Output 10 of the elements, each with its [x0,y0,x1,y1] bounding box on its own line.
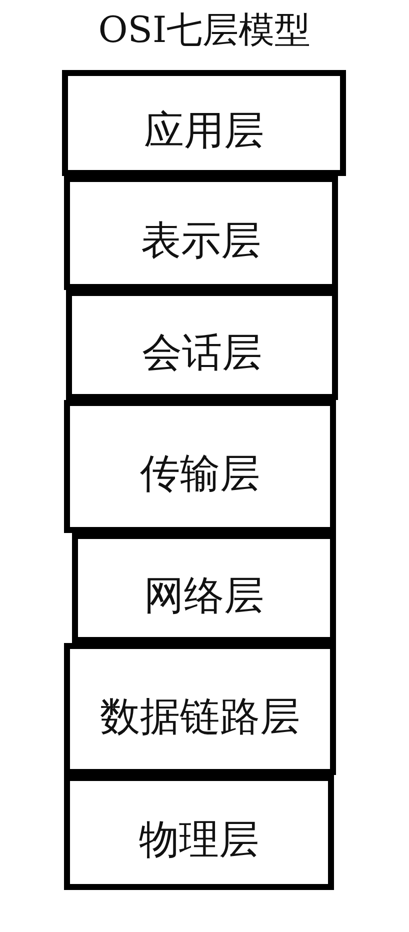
layer-box [62,70,346,176]
layer-box [64,775,334,890]
layer-name: 数据链路层 [100,692,300,742]
layer-name: 传输层 [140,450,260,499]
layer-name: 表示层 [141,216,261,266]
layer-name: 应用层 [144,106,264,156]
layer-name: 物理层 [139,816,259,865]
layer-name: 会话层 [142,328,262,378]
diagram-title: OSI七层模型 [97,9,312,53]
layer-name: 网络层 [144,572,264,620]
